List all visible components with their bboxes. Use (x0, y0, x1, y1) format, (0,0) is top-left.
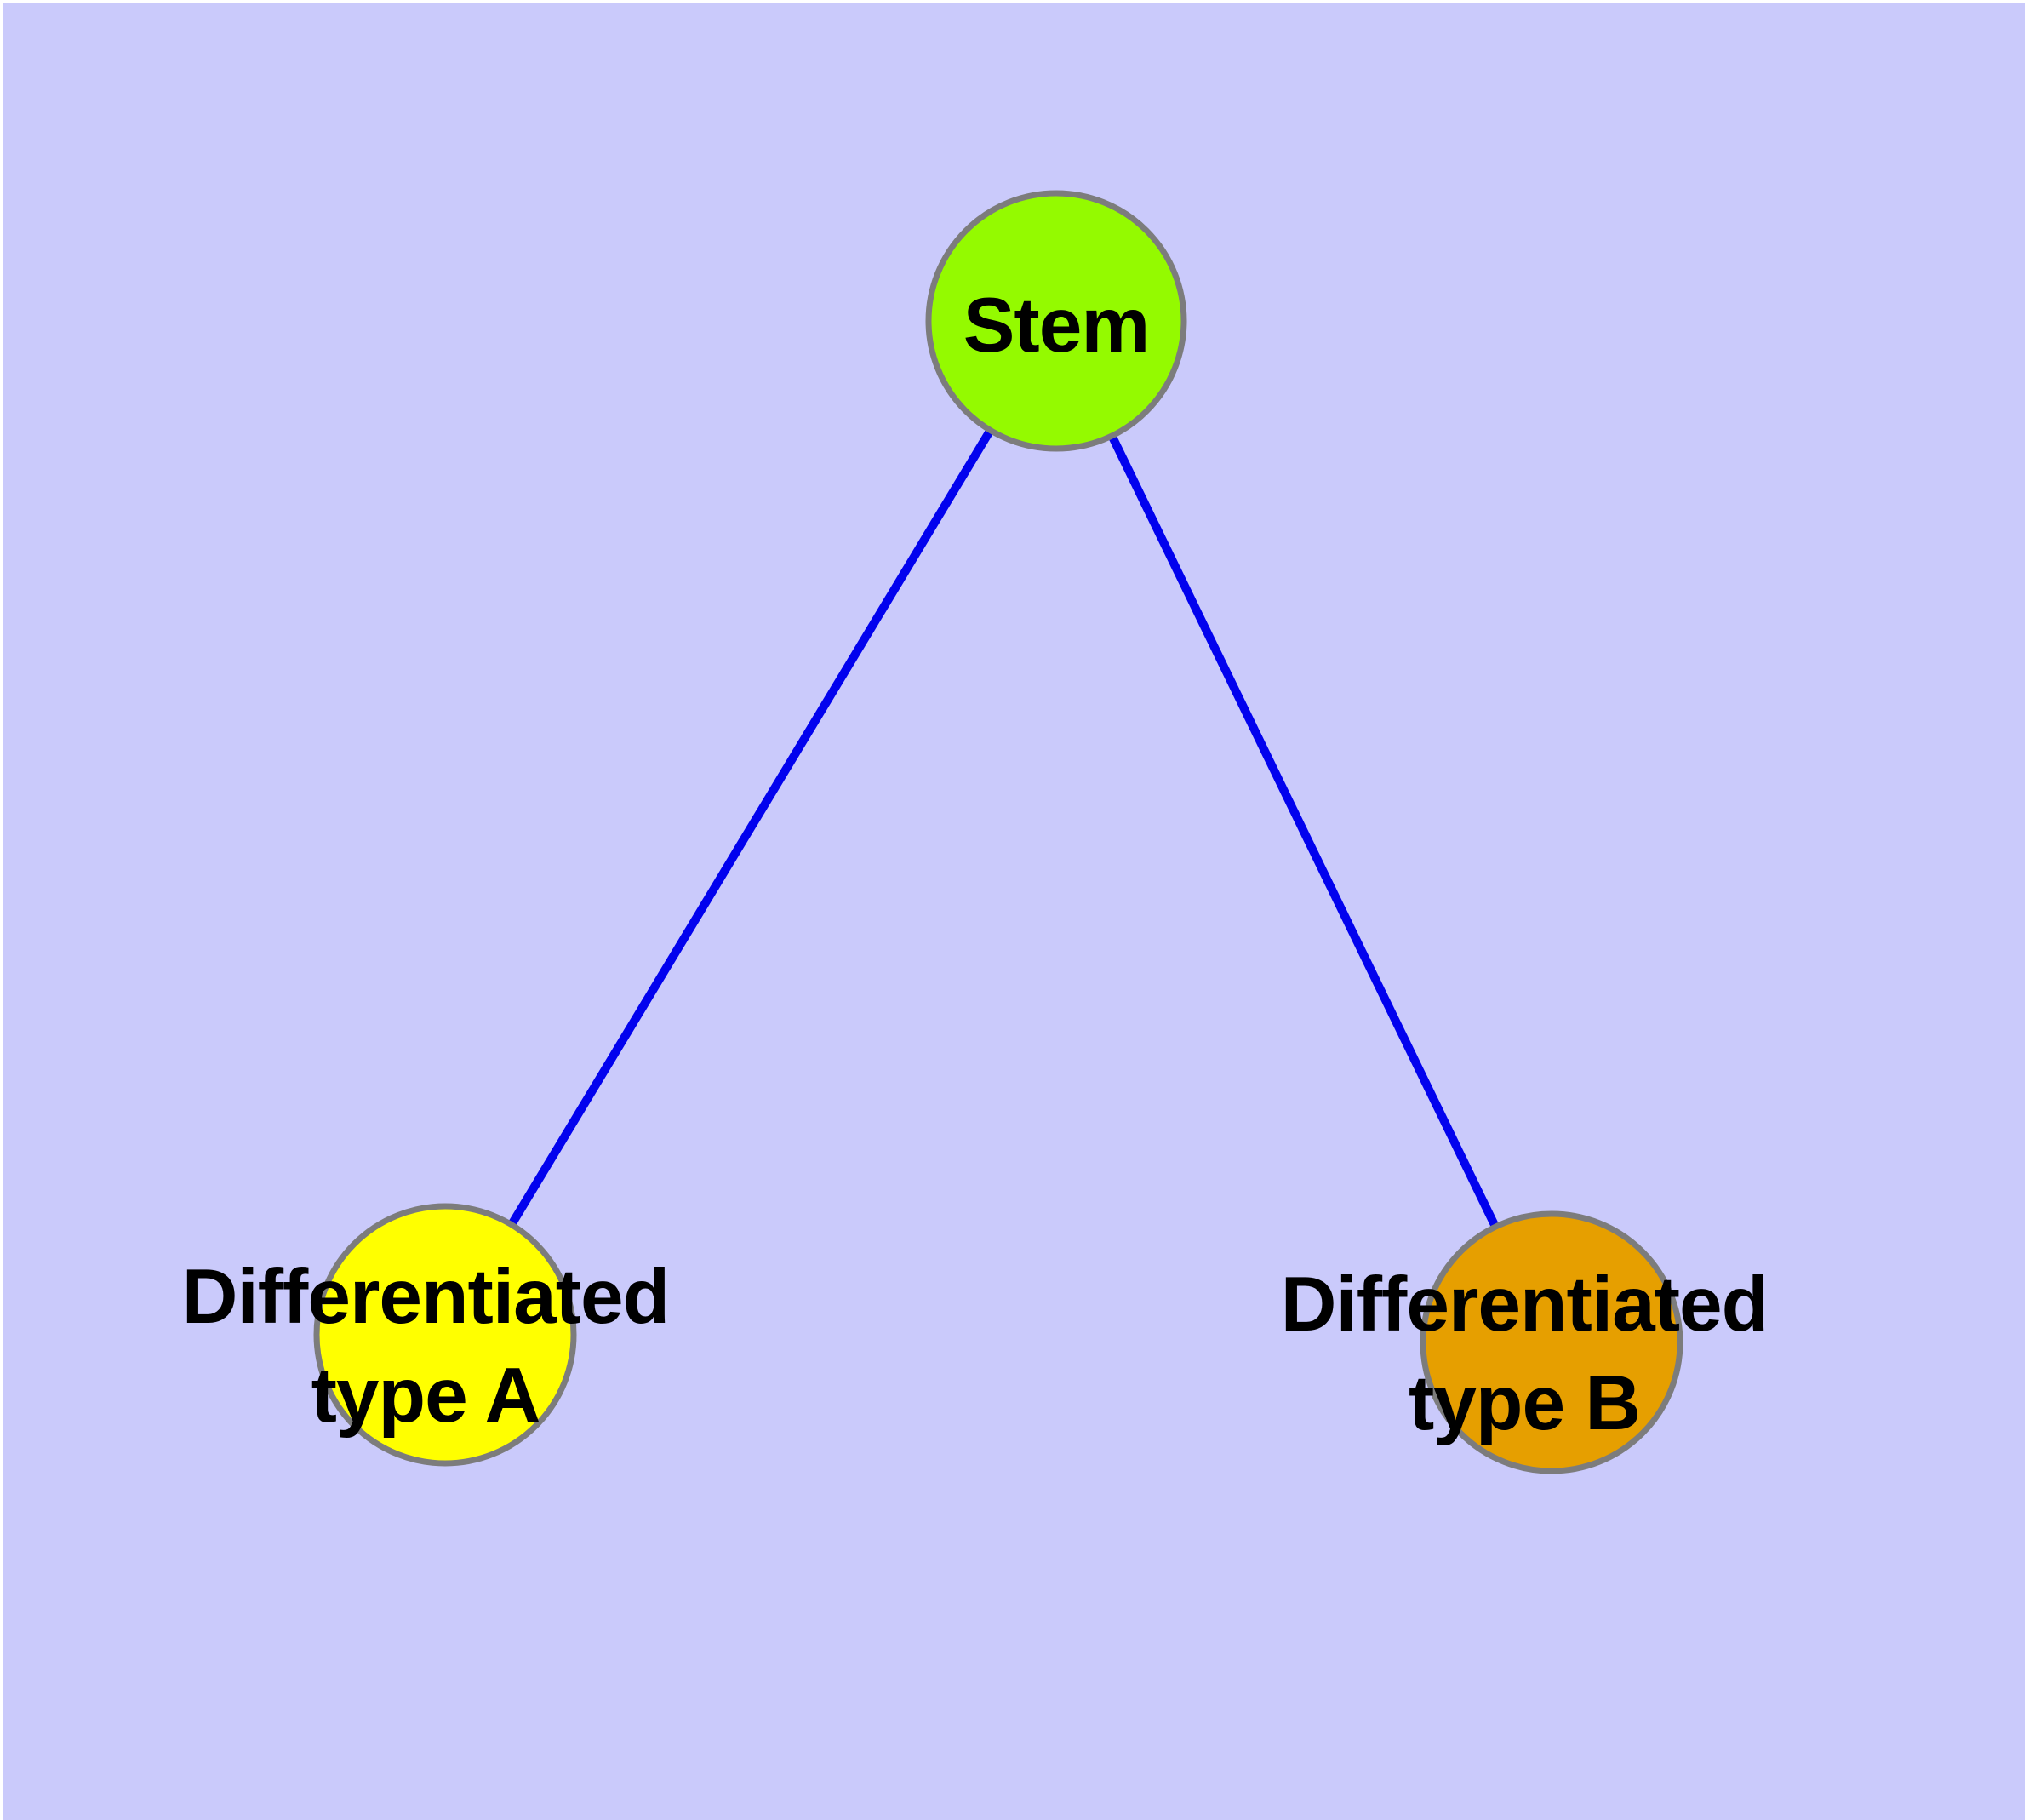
graph-edge-stem-type-a (441, 318, 1060, 1337)
graph-node-type-a (313, 1203, 577, 1467)
graph-edge-stem-type-b (1052, 318, 1556, 1345)
nodes-layer (313, 190, 1683, 1474)
edges-layer (441, 318, 1556, 1345)
diagram-svg (3, 3, 2025, 1820)
graph-node-stem (925, 190, 1187, 452)
graph-node-type-b (1420, 1210, 1683, 1474)
